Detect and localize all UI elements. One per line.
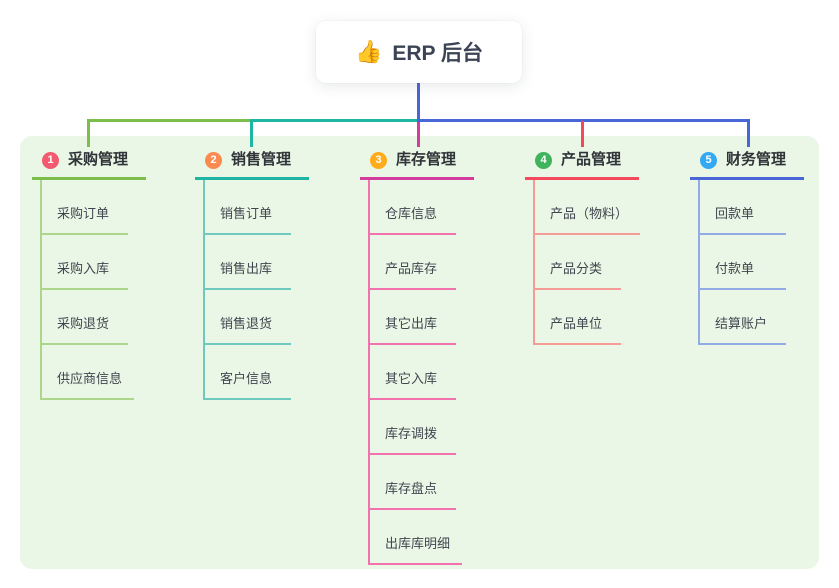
child-item[interactable]: 采购订单: [42, 180, 128, 235]
child-item[interactable]: 产品单位: [535, 290, 621, 345]
branch-purchase-label: 采购管理: [68, 151, 129, 168]
child-item[interactable]: 产品库存: [370, 235, 456, 290]
drop-line-purchase: [87, 119, 90, 147]
branch-product-children: 产品（物料） 产品分类 产品单位: [533, 180, 641, 345]
child-item[interactable]: 采购退货: [42, 290, 128, 345]
branch-sales-children: 销售订单 销售出库 销售退货 客户信息: [203, 180, 309, 400]
badge-4: 4: [535, 151, 552, 169]
drop-line-finance: [747, 119, 750, 147]
branch-sales-label: 销售管理: [231, 151, 292, 168]
drop-line-product: [581, 121, 584, 147]
drop-line-sales: [250, 119, 253, 147]
child-item[interactable]: 采购入库: [42, 235, 128, 290]
child-item[interactable]: 其它出库: [370, 290, 456, 345]
child-item[interactable]: 销售退货: [205, 290, 291, 345]
root-node[interactable]: 👍 ERP 后台: [316, 21, 522, 83]
child-item[interactable]: 库存调拨: [370, 400, 456, 455]
branch-product-title[interactable]: 4 产品管理: [525, 147, 639, 180]
child-item[interactable]: 回款单: [700, 180, 786, 235]
branch-product-label: 产品管理: [561, 151, 622, 168]
child-item[interactable]: 出库库明细: [370, 510, 463, 565]
bus-segment-sales: [250, 119, 420, 122]
bus-segment-purchase: [87, 119, 253, 122]
root-connector-vertical: [417, 83, 420, 120]
branch-finance: 5 财务管理 回款单 付款单 结算账户: [690, 147, 804, 345]
badge-1: 1: [42, 151, 59, 169]
child-item[interactable]: 仓库信息: [370, 180, 456, 235]
branch-purchase-title[interactable]: 1 采购管理: [32, 147, 146, 180]
branch-finance-label: 财务管理: [726, 151, 787, 168]
branch-purchase: 1 采购管理 采购订单 采购入库 采购退货 供应商信息: [32, 147, 146, 400]
branch-inventory-label: 库存管理: [396, 151, 457, 168]
branch-inventory-title[interactable]: 3 库存管理: [360, 147, 474, 180]
child-item[interactable]: 客户信息: [205, 345, 291, 400]
thumbs-up-icon: 👍: [354, 39, 383, 64]
branch-finance-children: 回款单 付款单 结算账户: [698, 180, 804, 345]
root-title: ERP 后台: [392, 42, 484, 65]
branch-sales-title[interactable]: 2 销售管理: [195, 147, 309, 180]
child-item[interactable]: 其它入库: [370, 345, 456, 400]
branch-inventory-children: 仓库信息 产品库存 其它出库 其它入库 库存调拨 库存盘点 出库库明细: [368, 180, 474, 565]
bus-segment-right: [417, 119, 750, 122]
branch-inventory: 3 库存管理 仓库信息 产品库存 其它出库 其它入库 库存调拨 库存盘点 出库库…: [360, 147, 474, 565]
child-item[interactable]: 库存盘点: [370, 455, 456, 510]
child-item[interactable]: 供应商信息: [42, 345, 135, 400]
badge-3: 3: [370, 151, 387, 169]
child-item[interactable]: 销售订单: [205, 180, 291, 235]
child-item[interactable]: 结算账户: [700, 290, 786, 345]
branch-product: 4 产品管理 产品（物料） 产品分类 产品单位: [525, 147, 641, 345]
branches-panel: [20, 136, 819, 569]
child-item[interactable]: 产品分类: [535, 235, 621, 290]
badge-2: 2: [205, 151, 222, 169]
badge-5: 5: [700, 151, 717, 169]
child-item[interactable]: 付款单: [700, 235, 786, 290]
drop-line-inventory: [417, 122, 420, 147]
branch-finance-title[interactable]: 5 财务管理: [690, 147, 804, 180]
child-item[interactable]: 产品（物料）: [535, 180, 641, 235]
branch-purchase-children: 采购订单 采购入库 采购退货 供应商信息: [40, 180, 146, 400]
branch-sales: 2 销售管理 销售订单 销售出库 销售退货 客户信息: [195, 147, 309, 400]
child-item[interactable]: 销售出库: [205, 235, 291, 290]
